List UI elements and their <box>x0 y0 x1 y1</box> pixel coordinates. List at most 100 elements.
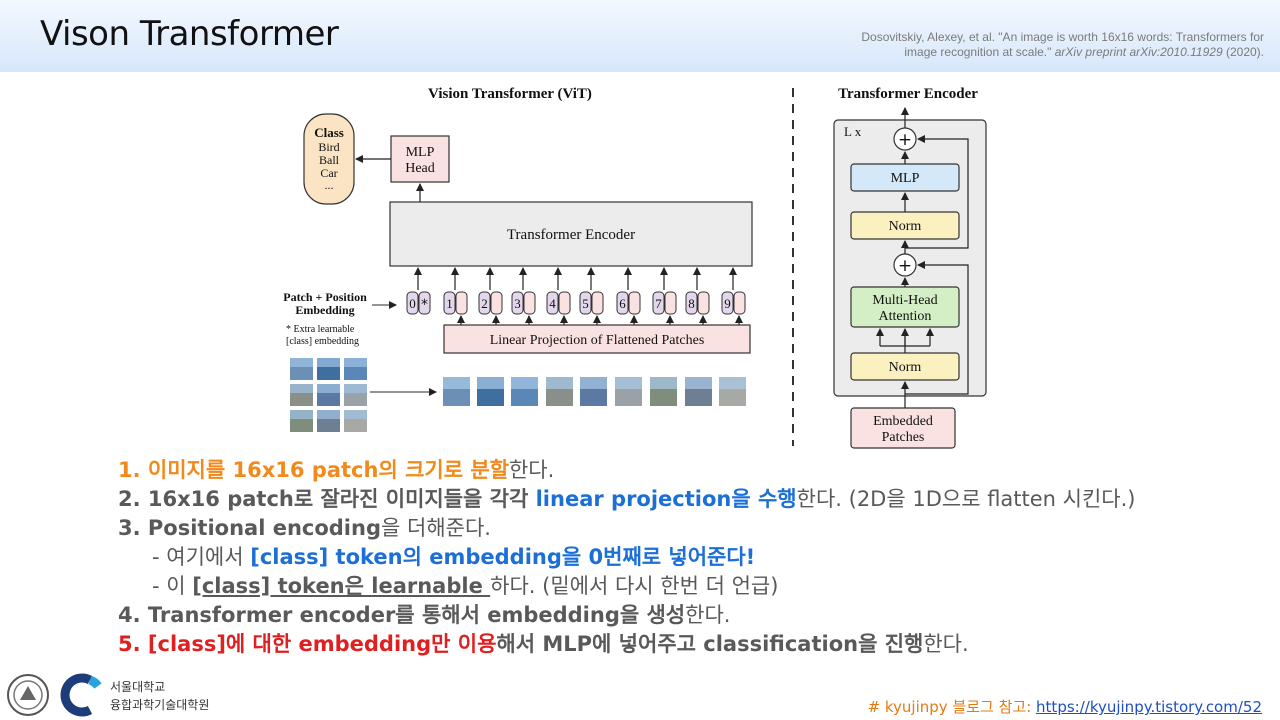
embedded-patches-line1: Embedded <box>873 414 933 429</box>
position-embedding-3 <box>511 291 524 315</box>
blog-reference-link[interactable]: https://kyujinpy.tistory.com/52 <box>1036 698 1262 716</box>
token-number-0: 0 <box>409 296 416 311</box>
flattened-patch-sky <box>477 377 504 389</box>
class-box <box>303 113 355 205</box>
step-2-highlight: linear projection을 수행 <box>535 487 797 511</box>
step-2-text: 2. 16x16 patch로 잘라진 이미지들을 각각 <box>118 487 536 511</box>
token-number-2: 2 <box>481 296 488 311</box>
mlp-head-line1: MLP <box>406 145 435 160</box>
position-embedding-6 <box>616 291 629 315</box>
image-patch-sky <box>317 384 340 393</box>
image-patch-sky <box>344 358 367 367</box>
position-embedding-5 <box>579 291 592 315</box>
flattened-patch-sky <box>719 377 746 389</box>
step-3-sub-2-rest: 하다. (밑에서 다시 한번 더 언급) <box>490 574 779 598</box>
step-5-highlight: 5. [class]에 대한 embedding만 이용 <box>118 632 497 656</box>
university-logos <box>7 673 102 717</box>
flattened-patch-sky <box>546 377 573 389</box>
gsct-logo-icon <box>60 673 102 717</box>
encoder-norm-top-label: Norm <box>889 219 922 234</box>
encoder-title: Transformer Encoder <box>838 86 978 102</box>
encoder-flow-arrows <box>876 107 969 408</box>
step-3-rest: 을 더해준다. <box>381 516 491 540</box>
step-3-sub-2-highlight: [class] token은 learnable <box>192 574 491 598</box>
step-3-text: 3. Positional encoding <box>118 516 381 540</box>
patch-embedding-7 <box>664 291 677 315</box>
step-4: 4. Transformer encoder를 통해서 embedding을 생… <box>118 601 1268 630</box>
step-1-highlight: 이미지를 16x16 patch의 크기로 분할 <box>147 458 509 482</box>
patch-embedding-9 <box>733 291 746 315</box>
embedded-patches-line2: Patches <box>882 430 925 445</box>
token-number-3: 3 <box>514 296 521 311</box>
token-number-5: 5 <box>582 296 589 311</box>
university-name: 서울대학교 융합과학기술대학원 <box>110 678 209 714</box>
encoder-norm-bottom-label: Norm <box>889 360 922 375</box>
position-embedding-2 <box>478 291 491 315</box>
step-1-rest: 한다. <box>508 458 555 482</box>
class-item-bird: Bird <box>318 140 339 154</box>
token-number-7: 7 <box>655 296 662 311</box>
citation: Dosovitskiy, Alexey, et al. "An image is… <box>844 30 1264 60</box>
slide-header: Vison Transformer Dosovitskiy, Alexey, e… <box>0 0 1280 72</box>
slide-title: Vison Transformer <box>40 14 339 54</box>
step-3-sub-1-text: - 여기에서 <box>152 545 251 569</box>
token-number-8: 8 <box>688 296 695 311</box>
image-patch-sky <box>317 410 340 419</box>
citation-year: (2020). <box>1222 45 1264 59</box>
class-item-ball: Ball <box>319 153 340 167</box>
university-name-line2: 융합과학기술대학원 <box>110 698 210 712</box>
image-patch-sky <box>290 384 313 393</box>
token-number-9: 9 <box>724 296 731 311</box>
flattened-patch-row <box>443 377 746 406</box>
citation-journal: arXiv preprint arXiv:2010.11929 <box>1054 45 1223 59</box>
blog-reference-label: # kyujinpy 블로그 참고: <box>867 698 1037 716</box>
position-embedding-9 <box>721 291 734 315</box>
step-4-text: 4. Transformer encoder를 통해서 embedding을 생… <box>118 603 686 627</box>
patch-embedding-1 <box>455 291 468 315</box>
patch-embedding-2 <box>490 291 503 315</box>
patch-embedding-8 <box>697 291 710 315</box>
vit-title: Vision Transformer (ViT) <box>428 86 592 102</box>
step-3-sub-1: - 여기에서 [class] token의 embedding을 0번째로 넣어… <box>118 543 1268 572</box>
encoder-mha-line2: Attention <box>879 309 932 324</box>
step-3-sub-1-highlight: [class] token의 embedding을 0번째로 넣어준다! <box>250 545 756 569</box>
step-5: 5. [class]에 대한 embedding만 이용해서 MLP에 넣어주고… <box>118 630 1268 659</box>
encoder-lx: L x <box>844 124 862 139</box>
token-number-4: 4 <box>549 296 556 311</box>
step-3-sub-2-text: - 이 <box>152 574 193 598</box>
class-item-ellipsis: ... <box>325 178 334 192</box>
token-row: 0 * 1 2 3 4 5 6 7 8 9 <box>406 267 746 325</box>
linear-projection-label: Linear Projection of Flattened Patches <box>490 333 705 348</box>
flattened-patch-sky <box>650 377 677 389</box>
vit-architecture-diagram: Vision Transformer (ViT) Class Bird Ball… <box>283 86 987 449</box>
patch-embedding-0 <box>418 291 431 315</box>
patch-embedding-5 <box>591 291 604 315</box>
patch-embedding-3 <box>523 291 536 315</box>
flattened-patch-sky <box>511 377 538 389</box>
position-embedding-7 <box>652 291 665 315</box>
step-1-num: 1. <box>118 458 148 482</box>
step-5-text: 해서 MLP에 넣어주고 classification을 진행 <box>496 632 924 656</box>
image-patch-sky <box>344 410 367 419</box>
encoder-mlp-label: MLP <box>891 171 920 186</box>
patch-embedding-4 <box>558 291 571 315</box>
class-token-star: * <box>421 297 428 313</box>
step-3-sub-2: - 이 [class] token은 learnable 하다. (밑에서 다시… <box>118 572 1268 601</box>
patch-pos-label-2: Embedding <box>295 303 354 317</box>
token-number-1: 1 <box>446 296 453 311</box>
mlp-head-line2: Head <box>405 161 435 176</box>
embedded-patches-box <box>850 407 956 449</box>
plus-top: + <box>898 130 912 150</box>
flattened-patch-sky <box>443 377 470 389</box>
blog-reference: # kyujinpy 블로그 참고: https://kyujinpy.tist… <box>868 696 1262 717</box>
token-number-6: 6 <box>619 296 626 311</box>
step-2-rest: 한다. (2D을 1D으로 flatten 시킨다.) <box>796 487 1136 511</box>
step-3: 3. Positional encoding을 더해준다. <box>118 514 1268 543</box>
position-embedding-1 <box>443 291 456 315</box>
step-5-rest: 한다. <box>923 632 969 656</box>
step-2: 2. 16x16 patch로 잘라진 이미지들을 각각 linear proj… <box>118 485 1268 514</box>
class-item-car: Car <box>320 166 337 180</box>
image-patch-sky <box>290 410 313 419</box>
step-1: 1. 이미지를 16x16 patch의 크기로 분할한다. <box>118 456 1268 485</box>
flattened-patch-sky <box>685 377 712 389</box>
